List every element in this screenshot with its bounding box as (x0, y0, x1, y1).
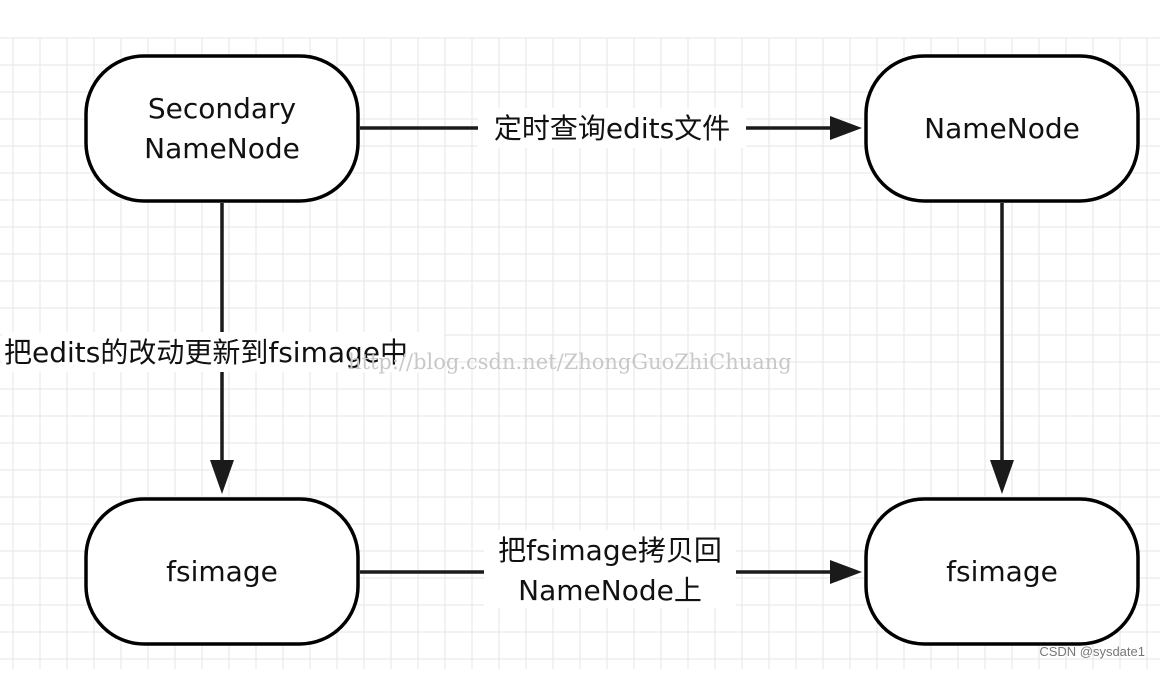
node-fsimage-left: fsimage (84, 497, 360, 646)
node-namenode: NameNode (864, 54, 1140, 203)
edge-label-background (2, 332, 444, 372)
edge-query-edits: 定时查询edits文件 (360, 108, 862, 148)
node-shape (84, 497, 360, 646)
node-label: NameNode (924, 112, 1080, 145)
credit-text: CSDN @sysdate1 (1039, 644, 1145, 659)
edge-label-background (484, 530, 736, 608)
arrow-head (990, 460, 1014, 494)
node-label-line2: NameNode (144, 132, 300, 165)
node-shape (84, 54, 360, 203)
arrow-head (830, 560, 862, 584)
node-shape (864, 497, 1140, 646)
edge-copy-back: 把fsimage拷贝回 NameNode上 (360, 530, 862, 608)
edge-label-copy-back-line1: 把fsimage拷贝回 (498, 534, 722, 567)
node-secondary-namenode: Secondary NameNode (84, 54, 360, 203)
edge-update-fsimage: 把edits的改动更新到fsimage中 (2, 203, 444, 494)
watermark-text: http://blog.csdn.net/ZhongGuoZhiChuang (348, 350, 792, 374)
node-label-line1: Secondary (148, 92, 296, 125)
node-label: fsimage (946, 555, 1058, 588)
node-label: fsimage (166, 555, 278, 588)
edge-namenode-to-fsimage (990, 203, 1014, 494)
edge-label-copy-back-line2: NameNode上 (518, 574, 702, 607)
node-fsimage-right: fsimage (864, 497, 1140, 646)
edge-label-update-fsimage: 把edits的改动更新到fsimage中 (4, 336, 408, 369)
arrow-head (210, 460, 234, 494)
node-shape (864, 54, 1140, 203)
edge-label-background (478, 108, 746, 148)
arrow-head (830, 116, 862, 140)
edge-label-query-edits: 定时查询edits文件 (494, 112, 730, 145)
